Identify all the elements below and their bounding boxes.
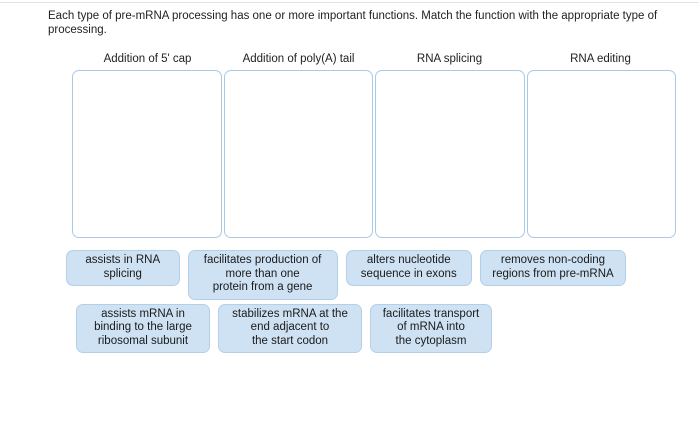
drop-zone-rna-splicing[interactable] [375,70,525,238]
column-header-5-prime-cap: Addition of 5' cap [103,53,192,65]
tile-assists-in-rna-splicing[interactable]: assists in RNA splicing [66,250,180,286]
column-header-row: Addition of 5' cap Addition of poly(A) t… [72,52,676,70]
tile-facilitates-production-of-more-than-one-protein[interactable]: facilitates production of more than one … [187,250,338,300]
tile-assists-mrna-binding-ribosomal-subunit[interactable]: assists mRNA in binding to the large rib… [76,303,210,353]
tile-row-1: assists in RNA splicing facilitates prod… [66,250,626,300]
drop-zone-rna-editing[interactable] [526,70,676,238]
tile-stabilizes-mrna-end-adjacent-start-codon[interactable]: stabilizes mRNA at the end adjacent to t… [218,303,362,353]
column-header-poly-a-tail: Addition of poly(A) tail [242,53,355,65]
tile-facilitates-transport-of-mrna[interactable]: facilitates transport of mRNA into the c… [370,303,492,353]
answer-tile-bank: assists in RNA splicing facilitates prod… [66,250,626,357]
tile-alters-nucleotide-sequence-in-exons[interactable]: alters nucleotide sequence in exons [345,250,472,286]
drop-zone-poly-a-tail[interactable] [223,70,373,238]
drop-zone-5-prime-cap[interactable] [72,70,222,238]
tile-row-2: assists mRNA in binding to the large rib… [66,303,626,353]
question-prompt: Each type of pre-mRNA processing has one… [48,10,658,36]
column-header-rna-splicing: RNA splicing [416,53,483,65]
drop-zone-row [72,70,676,238]
column-header-rna-editing: RNA editing [570,53,631,65]
matching-grid: Addition of 5' cap Addition of poly(A) t… [72,52,676,238]
tile-removes-non-coding-regions[interactable]: removes non-coding regions from pre-mRNA [479,250,626,286]
top-divider [0,2,699,3]
